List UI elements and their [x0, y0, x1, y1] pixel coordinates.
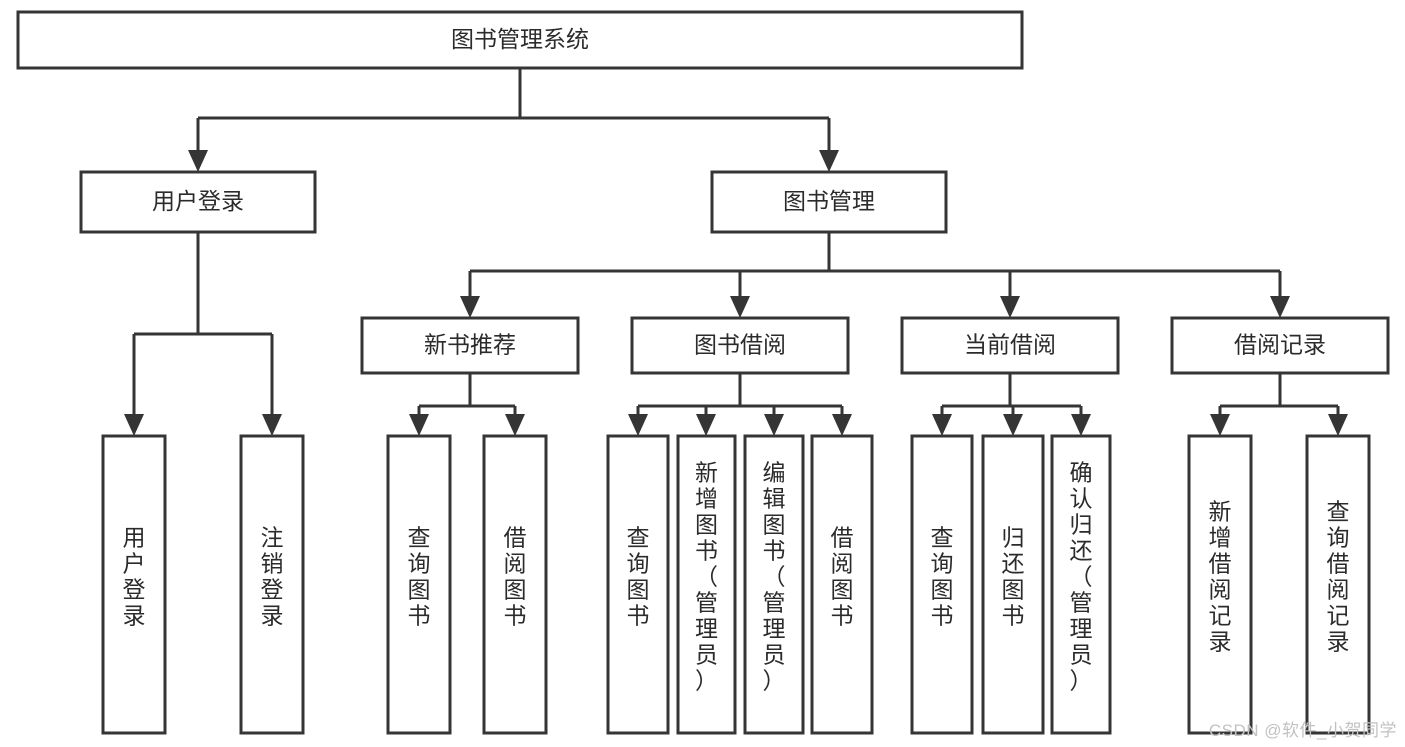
node-leaf-8[interactable]: 查询图书: [910, 434, 974, 735]
node-leaf-4[interactable]: 查询图书: [606, 434, 670, 735]
borrow-record-bus: [1210, 373, 1348, 436]
node-level3-0[interactable]: 新书推荐: [360, 316, 580, 375]
node-leaf-7[interactable]: 借阅图书: [810, 434, 874, 735]
borrow-book-bus: [628, 373, 852, 436]
node-box: [630, 316, 850, 375]
node-label: 查询借阅记录: [1327, 499, 1350, 655]
arrow-head-icon: [628, 414, 648, 436]
arrow-head-icon: [819, 150, 839, 172]
node-leaf-3[interactable]: 借阅图书: [482, 434, 548, 735]
node-label: 借阅图书: [831, 525, 854, 629]
node-box: [910, 434, 974, 735]
user-login-bus: [124, 232, 282, 436]
watermark-text: CSDN @软件_小贺同学: [1208, 721, 1397, 740]
arrow-head-icon: [1003, 414, 1023, 436]
node-level3-2[interactable]: 当前借阅: [900, 316, 1120, 375]
node-label: 图书管理系统: [451, 26, 589, 52]
node-leaf-11[interactable]: 新增借阅记录: [1187, 434, 1253, 735]
node-box: [810, 434, 874, 735]
node-label: 新增图书（管理员）: [695, 460, 718, 694]
node-label: 注销登录: [261, 525, 284, 629]
node-label: 新增借阅记录: [1209, 499, 1232, 655]
node-box: [16, 10, 1024, 70]
node-leaf-2[interactable]: 查询图书: [386, 434, 452, 735]
node-box: [676, 434, 737, 735]
node-box: [1170, 316, 1390, 375]
arrow-head-icon: [1270, 296, 1290, 318]
node-box: [101, 434, 167, 735]
node-box: [981, 434, 1045, 735]
node-level3-3[interactable]: 借阅记录: [1170, 316, 1390, 375]
arrow-head-icon: [832, 414, 852, 436]
arrow-head-icon: [696, 414, 716, 436]
node-box: [79, 170, 317, 234]
book-mgmt-bus: [460, 232, 1290, 318]
new-book-bus: [409, 373, 525, 436]
arrow-head-icon: [409, 414, 429, 436]
node-label: 查询图书: [408, 525, 431, 629]
arrow-head-icon: [188, 150, 208, 172]
node-box: [710, 170, 948, 234]
node-box: [606, 434, 670, 735]
connector-layer: [124, 68, 1348, 436]
node-leaf-5[interactable]: 新增图书（管理员）: [676, 434, 737, 735]
node-label: 借阅记录: [1234, 332, 1326, 358]
arrow-head-icon: [505, 414, 525, 436]
node-box: [1050, 434, 1112, 735]
current-borrow-bus: [932, 373, 1091, 436]
arrow-head-icon: [460, 296, 480, 318]
node-label: 用户登录: [123, 525, 146, 629]
node-label: 图书借阅: [694, 332, 786, 358]
arrow-head-icon: [730, 296, 750, 318]
node-label: 查询图书: [627, 525, 650, 629]
node-box: [386, 434, 452, 735]
node-box: [1305, 434, 1371, 735]
arrow-head-icon: [1328, 414, 1348, 436]
node-layer: 图书管理系统用户登录图书管理新书推荐图书借阅当前借阅借阅记录用户登录注销登录查询…: [16, 10, 1390, 735]
node-box: [239, 434, 305, 735]
node-level2-0[interactable]: 用户登录: [79, 170, 317, 234]
node-leaf-10[interactable]: 确认归还（管理员）: [1050, 434, 1112, 735]
arrow-head-icon: [1210, 414, 1230, 436]
node-leaf-0[interactable]: 用户登录: [101, 434, 167, 735]
arrow-head-icon: [262, 414, 282, 436]
node-box: [482, 434, 548, 735]
node-label: 查询图书: [931, 525, 954, 629]
arrow-head-icon: [1000, 296, 1020, 318]
node-leaf-6[interactable]: 编辑图书（管理员）: [743, 434, 805, 735]
node-label: 归还图书: [1002, 525, 1025, 629]
node-label: 当前借阅: [964, 332, 1056, 358]
node-label: 确认归还（管理员）: [1070, 460, 1093, 694]
node-box: [900, 316, 1120, 375]
node-box: [360, 316, 580, 375]
node-box: [1187, 434, 1253, 735]
node-leaf-12[interactable]: 查询借阅记录: [1305, 434, 1371, 735]
arrow-head-icon: [932, 414, 952, 436]
node-label: 新书推荐: [424, 332, 516, 358]
node-label: 用户登录: [152, 188, 244, 214]
arrow-head-icon: [764, 414, 784, 436]
node-box: [743, 434, 805, 735]
node-root-system[interactable]: 图书管理系统: [16, 10, 1024, 70]
node-level3-1[interactable]: 图书借阅: [630, 316, 850, 375]
arrow-head-icon: [124, 414, 144, 436]
node-leaf-1[interactable]: 注销登录: [239, 434, 305, 735]
node-label: 编辑图书（管理员）: [763, 460, 786, 694]
root-bus: [188, 68, 839, 172]
node-leaf-9[interactable]: 归还图书: [981, 434, 1045, 735]
node-label: 图书管理: [783, 188, 875, 214]
arrow-head-icon: [1071, 414, 1091, 436]
node-level2-1[interactable]: 图书管理: [710, 170, 948, 234]
node-label: 借阅图书: [504, 525, 527, 629]
